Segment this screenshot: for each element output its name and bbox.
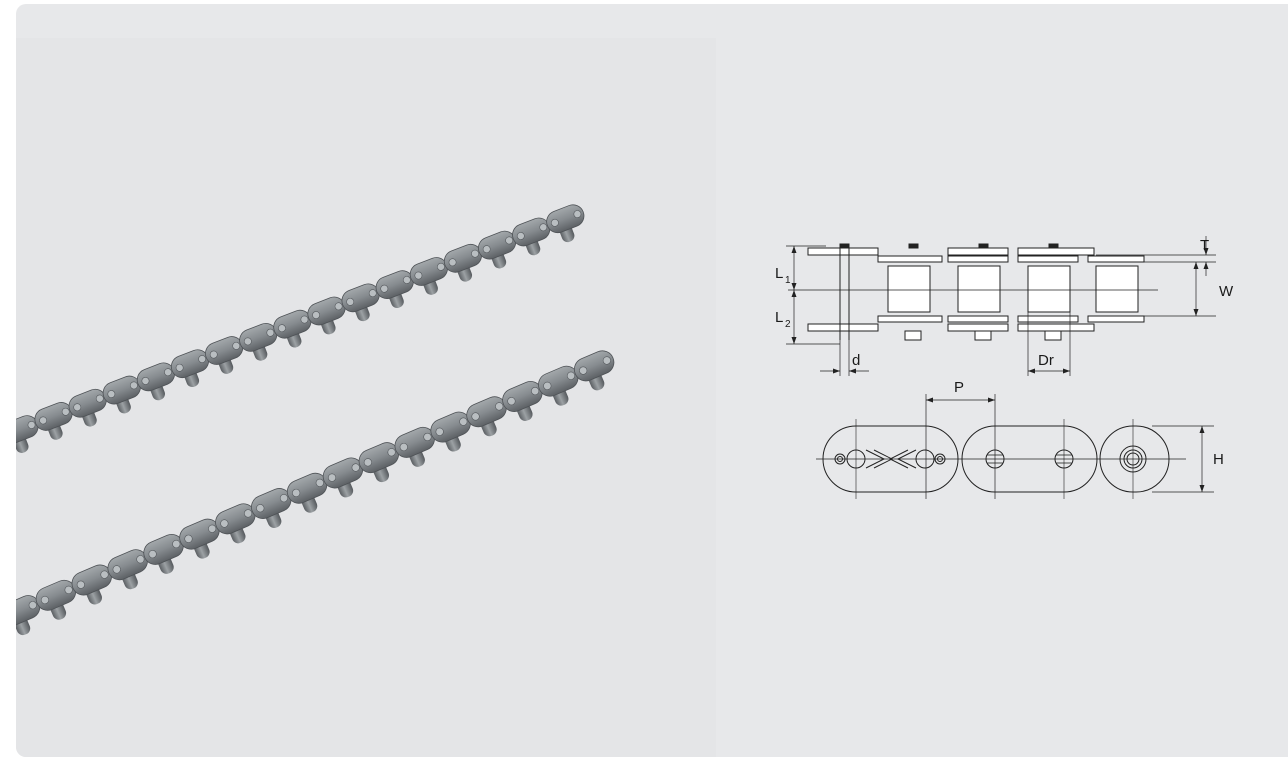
inner-plate-top-1 xyxy=(877,255,943,263)
pin-head-2 xyxy=(908,243,919,249)
chain-link xyxy=(107,549,148,590)
pin-end-4 xyxy=(1044,330,1062,341)
chain-link xyxy=(394,426,435,467)
outer-plate-bottom-3 xyxy=(1017,323,1095,332)
outer-link-outline xyxy=(1099,425,1170,493)
roller-3 xyxy=(1027,265,1071,313)
pin-head-1 xyxy=(839,243,850,249)
chain-link xyxy=(358,442,400,483)
chain-link xyxy=(68,388,107,427)
label-P: P xyxy=(954,379,964,396)
outer-plate-bottom-2 xyxy=(947,323,1009,332)
chain-link xyxy=(136,362,175,401)
product-card: T W L 1 L 2 d Dr P H xyxy=(16,4,1288,757)
upper-chain xyxy=(16,204,585,453)
label-L1: L xyxy=(775,265,783,282)
label-L2-sub: 2 xyxy=(785,319,791,330)
inner-plate-bottom-1 xyxy=(877,315,943,323)
roller-2 xyxy=(957,265,1001,313)
inner-plate-bottom-3 xyxy=(1017,315,1079,323)
pin-head-4 xyxy=(1048,243,1059,249)
dimension-drawing: T W L 1 L 2 d Dr P H xyxy=(775,236,1234,499)
pin-head-3 xyxy=(978,243,989,249)
label-L2: L xyxy=(775,309,783,326)
chain-link xyxy=(215,503,256,544)
inner-plate-bottom-2 xyxy=(947,315,1009,323)
chain-link xyxy=(409,257,448,295)
connecting-link-outline xyxy=(822,425,959,493)
chain-link xyxy=(538,365,579,406)
roller-chain-image xyxy=(16,204,615,636)
roller-4 xyxy=(1095,265,1139,313)
chain-link xyxy=(502,381,543,421)
outer-plate-top-3 xyxy=(1017,247,1095,256)
chain-link xyxy=(573,350,615,391)
chain-link xyxy=(143,533,184,574)
chain-dimension-diagram: T W L 1 L 2 d Dr P H xyxy=(716,4,1288,757)
label-d: d xyxy=(852,352,860,369)
chain-link xyxy=(375,270,414,308)
chain-link xyxy=(307,296,346,335)
label-Dr: Dr xyxy=(1038,352,1054,369)
chain-photo xyxy=(16,38,716,757)
pin-end-2 xyxy=(904,330,922,341)
chain-link xyxy=(35,579,77,620)
outer-plate-top-2 xyxy=(947,247,1009,256)
label-H: H xyxy=(1213,451,1224,468)
roller-1 xyxy=(887,265,931,313)
chain-link xyxy=(322,457,364,498)
inner-plate-bottom-4 xyxy=(1087,315,1145,323)
chain-link xyxy=(443,243,482,282)
label-W: W xyxy=(1219,283,1234,300)
chain-link xyxy=(478,230,517,269)
outer-plate-bottom-1 xyxy=(807,323,879,332)
lower-chain xyxy=(16,350,615,636)
pin-end-3 xyxy=(974,330,992,341)
chain-link xyxy=(466,396,507,437)
outer-plate-top-1 xyxy=(807,247,879,256)
chain-link xyxy=(71,564,112,605)
inner-plate-top-2 xyxy=(947,255,1009,263)
chain-link xyxy=(102,375,141,414)
label-T: T xyxy=(1200,237,1209,254)
chain-link xyxy=(512,217,551,256)
inner-plate-top-4 xyxy=(1087,255,1145,263)
chain-link xyxy=(273,309,312,348)
chain-link xyxy=(341,283,380,322)
chain-link xyxy=(546,204,585,243)
chain-link xyxy=(170,349,210,388)
chain-link xyxy=(286,472,328,513)
chain-link xyxy=(16,415,39,453)
label-L1-sub: 1 xyxy=(785,275,791,286)
inner-plate-top-3 xyxy=(1017,255,1079,263)
chain-link xyxy=(205,336,244,374)
chain-link xyxy=(239,323,278,361)
chain-link xyxy=(179,518,220,559)
